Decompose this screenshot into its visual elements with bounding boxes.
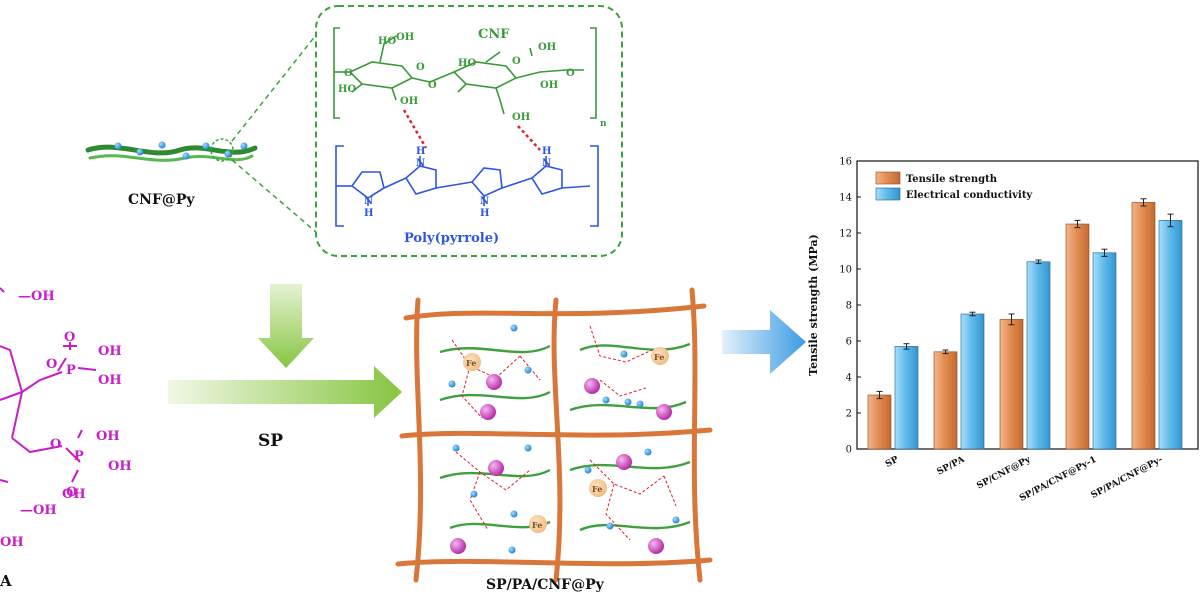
ppy-h-label: H — [542, 146, 551, 157]
y-tick-label: 6 — [846, 337, 852, 348]
pa-oh-label: OH — [62, 487, 86, 502]
polypyrrole-label: Poly(pyrrole) — [404, 231, 499, 246]
fe-label: Fe — [532, 520, 542, 530]
cnf-atom: O — [428, 80, 437, 91]
y-tick-label: 4 — [846, 373, 852, 384]
ppy-h-label: H — [480, 208, 489, 219]
y-axis-ticks: 0 2 4 6 8 10 12 14 16 — [839, 157, 861, 456]
cnf-py-label: CNF@Py — [128, 192, 195, 208]
y-tick-label: 12 — [839, 229, 852, 240]
pa-p-label: P — [74, 449, 84, 464]
pa-oh-label: OH — [98, 344, 122, 359]
cnf-atom: OH — [396, 32, 414, 43]
bar-conductivity — [1026, 261, 1051, 450]
cnf-atom: OH — [540, 80, 558, 91]
x-tick-label: SP — [884, 455, 901, 470]
bar-tensile — [1065, 223, 1090, 450]
bar-tensile — [1131, 202, 1156, 450]
bar-tensile — [933, 351, 958, 450]
y-tick-label: 8 — [846, 301, 852, 312]
pa-oh-label: OH — [96, 429, 120, 444]
legend-swatch — [875, 171, 901, 185]
pa-oh-label: —OH — [20, 503, 57, 518]
y-axis-label: Tensile strength (MPa) — [807, 234, 820, 376]
pa-o-label: O — [50, 437, 61, 452]
y-tick-label: 14 — [839, 193, 852, 204]
legend-label: Tensile strength — [906, 174, 998, 185]
fe-label: Fe — [466, 358, 476, 368]
x-tick-label: SP/PA — [936, 454, 968, 477]
cnf-atom: O — [344, 68, 353, 79]
fe-label: Fe — [654, 352, 664, 362]
phytic-acid-structure — [0, 287, 97, 483]
cnf-atom: HO — [338, 84, 356, 95]
ppy-n-label: N — [416, 158, 425, 169]
pa-o-label: O — [64, 330, 75, 345]
ppy-n-label: N — [542, 158, 551, 169]
fe-label: Fe — [592, 484, 602, 494]
bar-conductivity — [1158, 220, 1183, 450]
cnf-n-subscript: n — [600, 119, 607, 129]
y-tick-label: 0 — [846, 445, 852, 456]
y-tick-label: 2 — [846, 409, 852, 420]
bar-conductivity — [960, 313, 985, 450]
ppy-n-label: N — [364, 196, 373, 207]
cnf-atom: HO — [458, 58, 476, 69]
bar-tensile — [867, 394, 892, 450]
pa-oh-label: —OH — [18, 289, 55, 304]
pa-o-label: O — [46, 357, 57, 372]
cnf-atom: OH — [512, 112, 530, 123]
composite-network: Fe Fe Fe Fe — [395, 287, 713, 583]
ppy-n-label: N — [480, 196, 489, 207]
arrow-right-blue — [722, 310, 806, 374]
zoom-lines — [231, 34, 317, 233]
x-tick-label: SP/CNF@Py — [975, 454, 1033, 491]
cnf-py-fiber — [85, 138, 258, 162]
pa-label: A — [0, 572, 12, 590]
ppy-h-label: H — [416, 146, 425, 157]
y-tick-label: 10 — [839, 265, 852, 276]
cnf-atom: OH — [538, 42, 556, 53]
molecule-inset: CNF HO OH OH HO HO OH OH OH O O O O O n — [315, 5, 623, 257]
legend-swatch — [875, 187, 901, 201]
y-tick-label: 16 — [839, 157, 852, 168]
arrow-down-green — [258, 284, 314, 368]
cnf-atom: OH — [400, 96, 418, 107]
bar-conductivity — [1092, 252, 1117, 450]
sp-label: SP — [258, 431, 283, 451]
pa-oh-label: OH — [108, 459, 132, 474]
bar-chart: 0 2 4 6 8 10 12 14 16 SP SP/PA SP/CNF@Py SP/PA/CNF@… — [807, 157, 1199, 504]
pa-oh-label: OH — [0, 535, 24, 550]
pa-o-label: O — [66, 485, 77, 500]
cnf-atom: HO — [378, 36, 396, 47]
ppy-h-label: H — [364, 208, 373, 219]
cnf-atom: O — [566, 68, 575, 79]
cnf-label: CNF — [478, 27, 510, 42]
legend-label: Electrical conductivity — [906, 190, 1033, 201]
x-tick-label: SP/PA/CNF@Py- — [1090, 455, 1165, 501]
cnf-atom: O — [416, 62, 425, 73]
pa-oh-label: OH — [98, 373, 122, 388]
pa-p-label: P — [66, 363, 76, 378]
hydrogen-bonds — [402, 109, 541, 151]
phytic-acid-labels: —OH OH OH OH OH OH —OH OH P P O O O O — [0, 289, 132, 550]
arrow-right-green — [168, 366, 402, 418]
bar-conductivity — [894, 346, 919, 450]
bar-tensile — [999, 319, 1024, 450]
bars — [867, 198, 1183, 450]
composite-label: SP/PA/CNF@Py — [486, 577, 605, 593]
cnf-atom: O — [512, 56, 521, 67]
